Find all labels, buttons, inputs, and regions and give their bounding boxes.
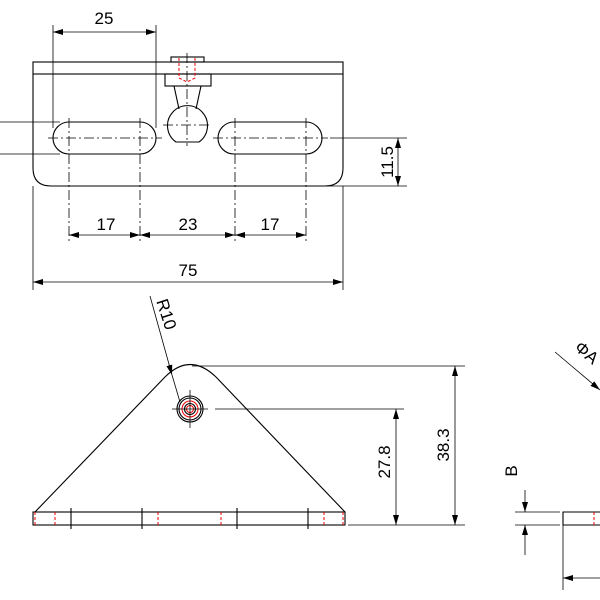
- dim-slot-span: 25: [95, 9, 114, 28]
- mounting-hole: [172, 390, 208, 428]
- dim-diameter: ΦA: [571, 338, 600, 369]
- plate-body: [32, 74, 344, 187]
- side-view: R10 27.8 38.3: [32, 295, 465, 529]
- plate-top-strip: [32, 61, 344, 75]
- dim-slot-length-right: 17: [261, 215, 280, 234]
- dim-radius: R10: [152, 297, 180, 333]
- dim-total-height: 38.3: [434, 428, 453, 461]
- base-ticks: [34, 508, 344, 529]
- dim-overall-width: 75: [179, 261, 198, 280]
- top-view: 25 17 23 17 75 11.5: [0, 9, 407, 290]
- dim-slot-gap: 23: [179, 215, 198, 234]
- dim-thickness: B: [502, 465, 521, 476]
- detail-view: ΦA B: [502, 338, 600, 590]
- dim-slot-length-left: 17: [97, 215, 116, 234]
- dim-slot-offset: 11.5: [378, 146, 397, 178]
- triangle-plate: [34, 364, 346, 513]
- base-flange: [32, 511, 346, 526]
- dim-hole-height: 27.8: [375, 445, 394, 478]
- ball-stud: [163, 53, 212, 146]
